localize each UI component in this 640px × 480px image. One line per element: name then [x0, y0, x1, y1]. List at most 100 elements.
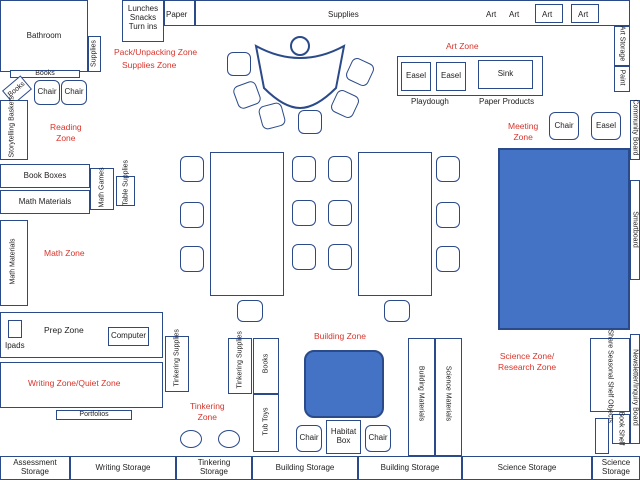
easel-2: Easel [436, 62, 466, 91]
pack-unpacking-zone-label: Pack/Unpacking Zone [114, 47, 198, 57]
playdough-label: Playdough [411, 97, 449, 106]
horseshoe-table [254, 44, 346, 110]
table-supplies-shelf [116, 176, 135, 206]
table-chair-13 [237, 300, 263, 322]
lunches-cubby: Lunches Snacks Turn ins [122, 0, 164, 42]
storytelling-baskets [0, 100, 28, 160]
smartboard-label: Smartboard [631, 211, 639, 248]
writing-quiet-zone-label: Writing Zone/Quiet Zone [28, 378, 121, 388]
tinkering-supplies-2-label: Tinkering Supplies [236, 331, 244, 389]
paper-label: Paper [166, 10, 188, 19]
prep-zone-label: Prep Zone [44, 325, 84, 335]
science-storage-2-label: Science Storage [601, 458, 631, 476]
math-zone-label: Math Zone [44, 248, 85, 258]
building-chair-1-label: Chair [299, 433, 319, 443]
science-storage-label: Science Storage [497, 462, 557, 472]
table-chair-3 [180, 246, 204, 272]
sink-label: Sink [497, 69, 514, 79]
tinker-stool-2 [218, 430, 240, 448]
bathroom-label: Bathroom [26, 30, 62, 40]
building-chair-1: Chair [296, 425, 322, 452]
books-tinker-label: Books [262, 353, 270, 374]
ipads-bin [8, 320, 22, 338]
supplies-zone-label: Supplies Zone [122, 60, 177, 70]
art-zone-label: Art Zone [446, 41, 479, 51]
math-games-shelf [90, 168, 114, 210]
meeting-easel-label: Easel [595, 120, 616, 130]
art-bin-label-2: Art [578, 10, 589, 19]
building-chair-2: Chair [365, 425, 391, 452]
tub-toys-shelf [253, 394, 279, 452]
assessment-storage-label: Assessment Storage [13, 458, 57, 476]
art-shelf-label-1: Art [486, 10, 497, 19]
table-chair-5 [328, 156, 352, 182]
meeting-easel: Easel [591, 112, 621, 140]
supplies-cubby [88, 36, 101, 72]
meeting-rug [498, 148, 630, 330]
building-storage-1: Building Storage [252, 456, 358, 480]
reading-chair-2: Chair [61, 80, 87, 105]
meeting-chair-label: Chair [554, 120, 574, 130]
reading-chair-1: Chair [34, 80, 60, 105]
paint-label: Paint [618, 69, 626, 86]
building-storage-1-label: Building Storage [275, 462, 335, 472]
table-chair-11 [436, 202, 460, 228]
books-shelf-top-label: Books [35, 70, 55, 78]
table-chair-8 [292, 244, 316, 270]
table-chair-9 [328, 244, 352, 270]
meeting-chair: Chair [549, 112, 579, 140]
book-boxes-label: Book Boxes [23, 170, 67, 180]
books-shelf-top: Books [10, 70, 80, 78]
tinkering-storage-label: Tinkering Storage [197, 458, 231, 476]
science-storage-2: Science Storage [592, 456, 640, 480]
easel-1: Easel [401, 62, 431, 91]
paint-shelf [614, 66, 630, 92]
building-chair-2-label: Chair [368, 433, 388, 443]
share-seasonal-shelf [590, 338, 630, 412]
community-label: Community Board [631, 99, 639, 156]
writing-table [0, 362, 163, 408]
table-chair-1 [180, 156, 204, 182]
book-shelf-right [612, 414, 630, 444]
portfolios-label: Portfolios [79, 411, 109, 419]
reading-chair-2-label: Chair [64, 87, 84, 97]
books-shelf-tinker [253, 338, 279, 394]
easel-1-label: Easel [405, 71, 426, 81]
lunches-label: Lunches Snacks Turn ins [127, 4, 159, 32]
art-shelf-label-2: Art [509, 10, 520, 19]
tinkering-supplies-2 [228, 338, 252, 394]
sink: Sink [478, 60, 533, 89]
math-materials-shelf: Math Materials [0, 190, 90, 214]
computer-desk: Computer [108, 327, 149, 346]
portfolios-shelf: Portfolios [56, 410, 132, 420]
assessment-storage: Assessment Storage [0, 456, 70, 480]
supplies-top-label: Supplies [328, 10, 359, 19]
science-materials-shelf [435, 338, 462, 456]
art-storage-label: Art Storage [618, 25, 626, 62]
easel-2-label: Easel [440, 71, 461, 81]
habitat-box: Habitat Box [326, 420, 361, 454]
art-chair-1 [227, 52, 251, 76]
art-bin-label-1: Art [542, 10, 553, 19]
tinkering-supplies-1-label: Tinkering Supplies [173, 329, 181, 387]
reading-zone-label: Reading Zone [50, 122, 82, 144]
bathroom: Bathroom [0, 0, 88, 72]
paper-products-label: Paper Products [479, 97, 535, 106]
science-research-zone-label: Science Zone/ Research Zone [498, 351, 557, 373]
work-table-left [210, 152, 284, 296]
tub-toys-label: Tub Toys [262, 407, 270, 436]
book-boxes-shelf: Book Boxes [0, 164, 90, 188]
reading-chair-1-label: Chair [37, 87, 57, 97]
math-materials-h-label: Math Materials [18, 196, 72, 206]
newsletter-label: Newsletter/Inquiry Board [631, 349, 639, 426]
tinker-stool-1 [180, 430, 202, 448]
science-storage-side [595, 418, 609, 454]
table-chair-12 [436, 246, 460, 272]
math-materials-tall [0, 220, 28, 306]
habitat-box-label: Habitat Box [330, 427, 357, 445]
writing-storage-label: Writing Storage [95, 462, 151, 472]
tinkering-zone-label: Tinkering Zone [190, 401, 225, 423]
table-chair-4 [292, 156, 316, 182]
art-bin-2 [571, 4, 599, 23]
